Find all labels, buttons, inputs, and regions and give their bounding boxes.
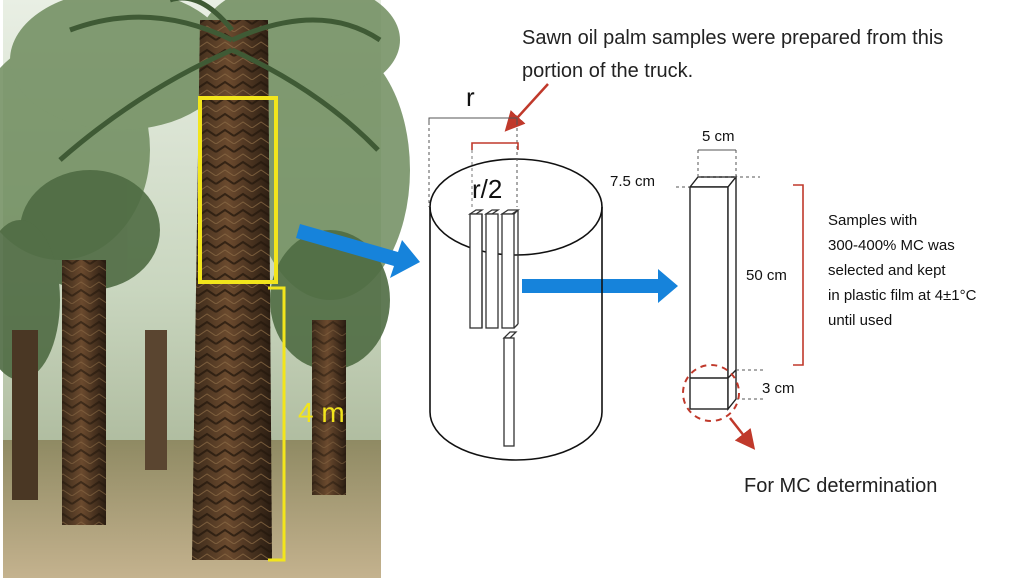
mc-pointer-arrow [729, 417, 756, 450]
note-line-5: until used [828, 312, 892, 329]
length-label: 50 cm [746, 267, 787, 284]
storage-note: Samples with 300-400% MC was selected an… [828, 212, 977, 329]
arrow-cylinder-to-sample [522, 269, 678, 303]
note-line-1: Samples with [828, 212, 917, 229]
half-radius-bracket [471, 142, 519, 150]
half-radius-label: r/2 [472, 174, 502, 204]
sample-block [688, 175, 738, 411]
length-bracket [793, 184, 804, 366]
mc-piece-label: 3 cm [762, 380, 795, 397]
height-label: 4 m [298, 397, 345, 428]
note-line-2: 300-400% MC was [828, 237, 955, 254]
cylinder-bottom [429, 411, 603, 461]
mc-piece-highlight [682, 364, 740, 422]
thickness-label: 7.5 cm [610, 173, 655, 190]
note-line-3: selected and kept [828, 262, 946, 279]
mc-label: For MC determination [744, 475, 937, 497]
palm-photo: 4 m [0, 0, 410, 578]
cylinder-top [429, 158, 603, 256]
width-label: 5 cm [702, 128, 735, 145]
trunk-cylinder [429, 158, 603, 461]
radius-dimension [428, 117, 518, 207]
block-front-face [689, 186, 729, 410]
caption-line-1: Sawn oil palm samples were prepared from… [522, 27, 943, 49]
caption-pointer-arrow [504, 83, 549, 132]
arrow-photo-to-cylinder [296, 224, 420, 278]
note-line-4: in plastic film at 4±1°C [828, 287, 977, 304]
caption-line-2: portion of the truck. [522, 60, 693, 82]
height-bracket [268, 286, 286, 562]
block-dimension-guides [676, 150, 766, 400]
radius-label: r [466, 82, 475, 112]
sample-strips [467, 209, 521, 447]
crown-fronds [58, 0, 382, 162]
sampled-portion-box [198, 96, 278, 284]
